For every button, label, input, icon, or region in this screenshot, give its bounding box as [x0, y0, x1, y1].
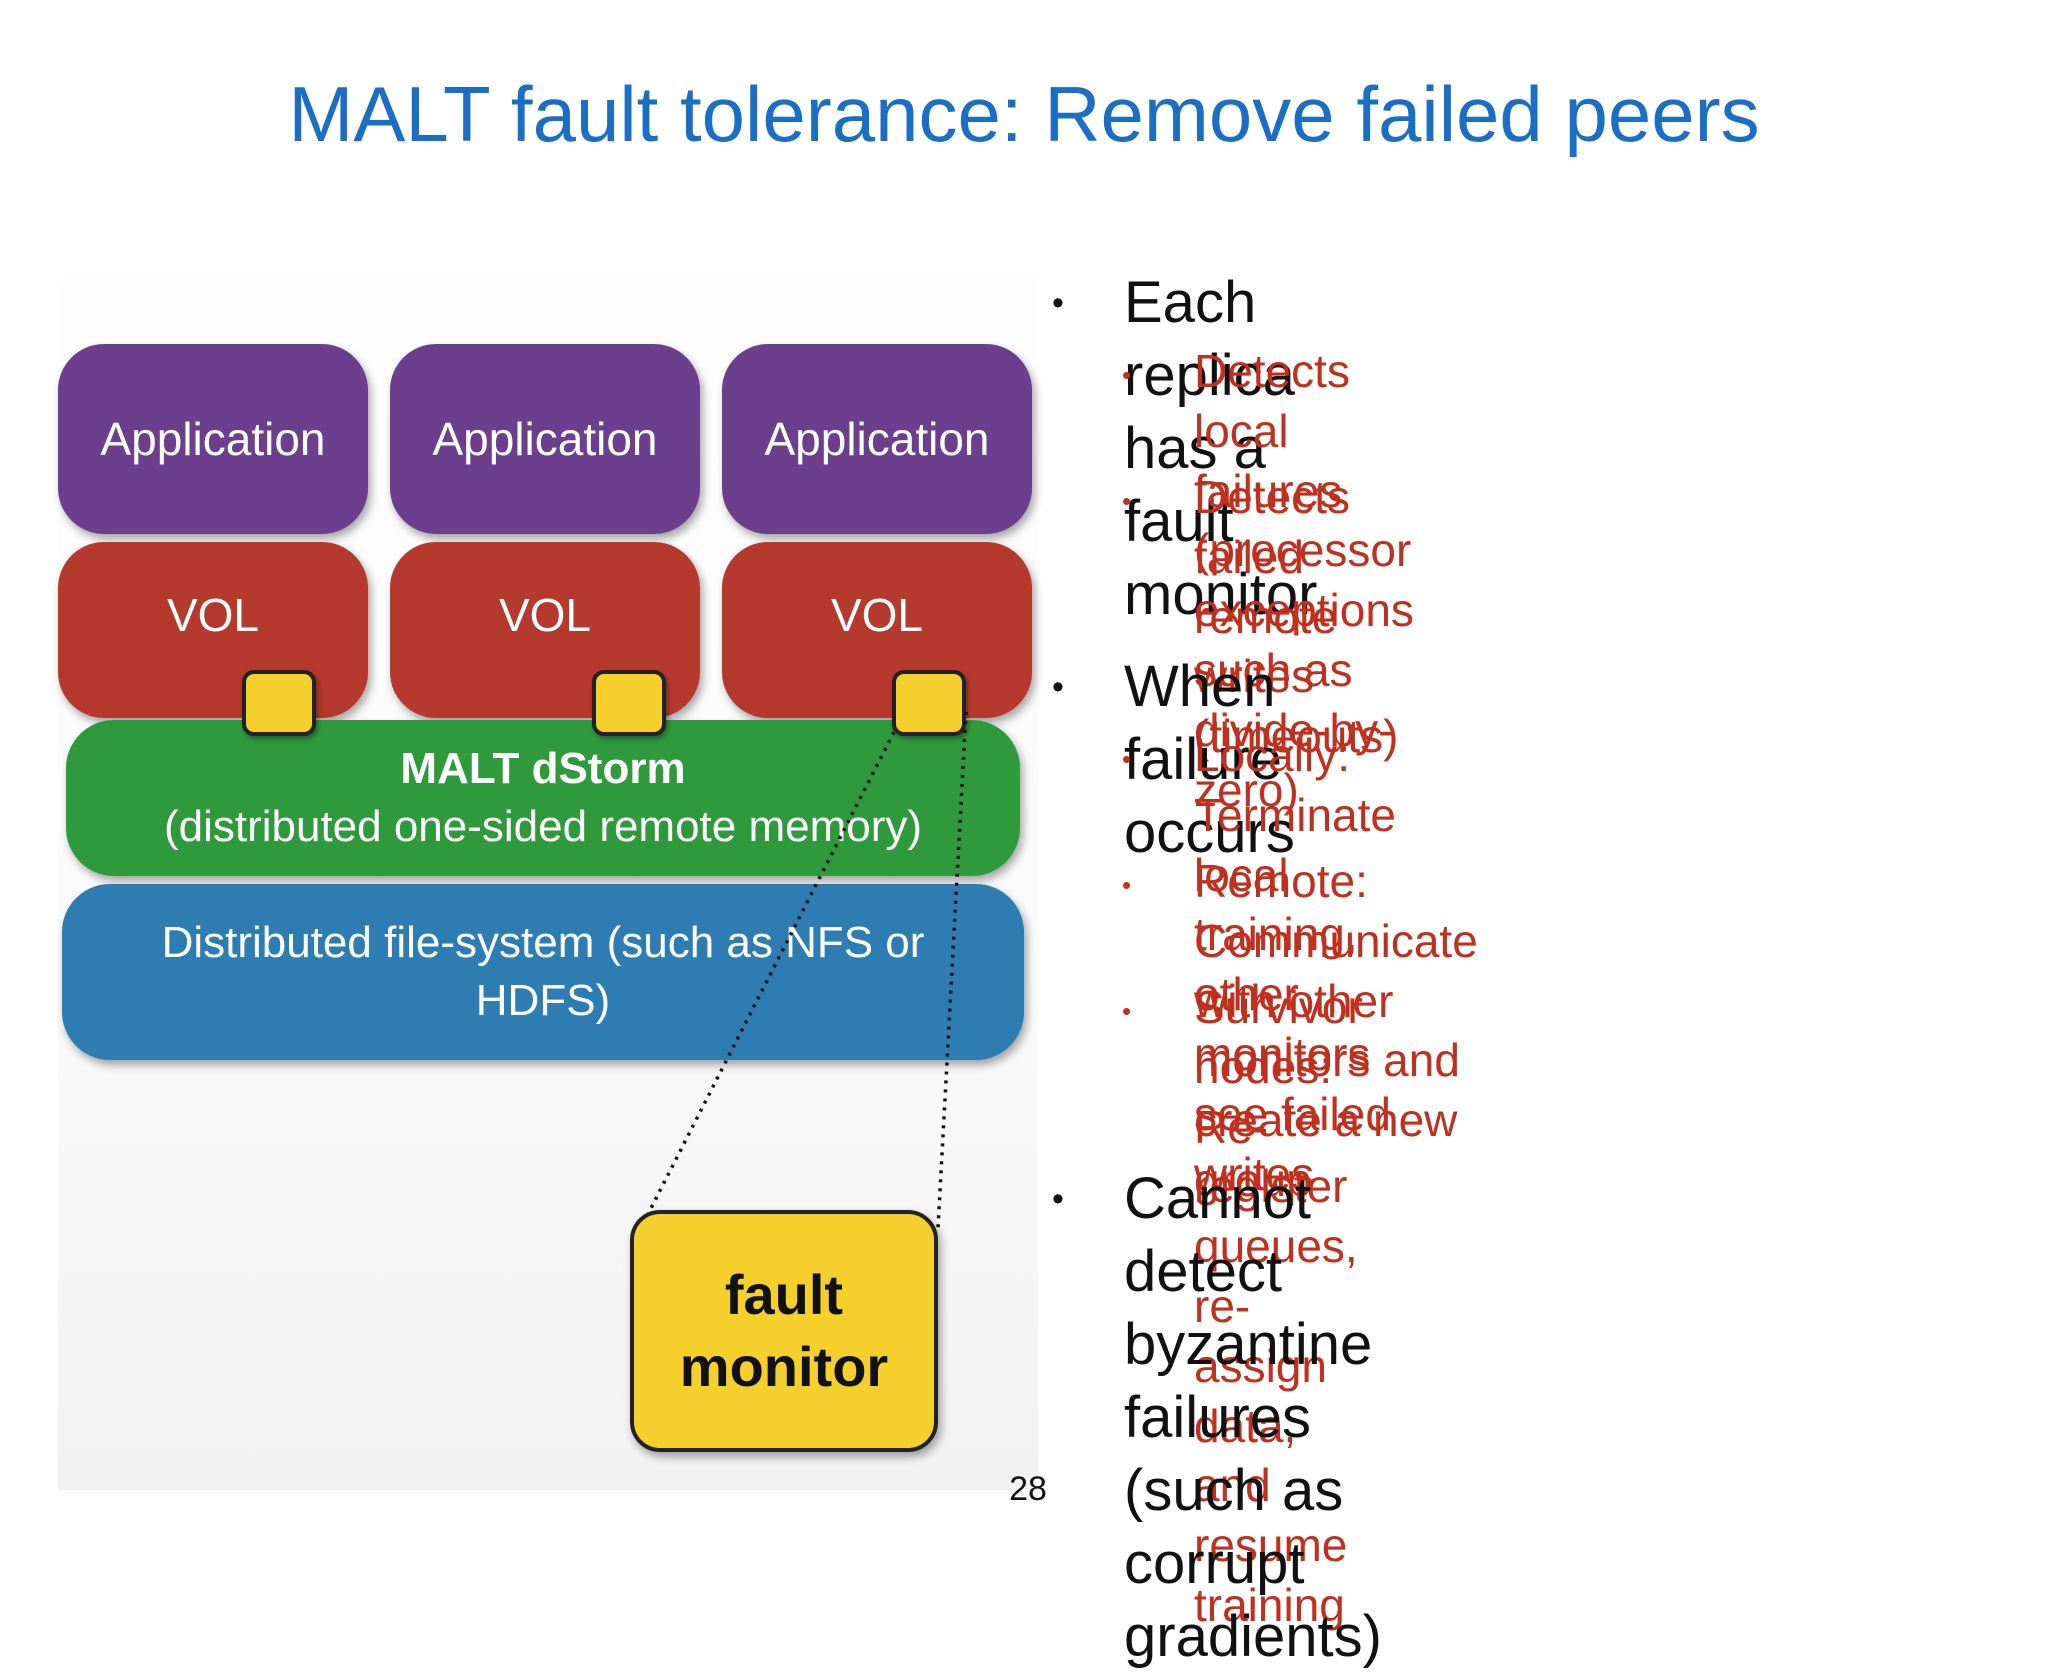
bullet-2-sub-1-line-1: Locally: Terminate local training, — [1194, 729, 1396, 961]
bullet-dot: • — [1052, 1180, 1064, 1218]
fault-monitor-chip-1 — [242, 670, 316, 736]
bullet-1-sub-1: Detects local failures (processor except… — [1194, 342, 1414, 820]
bullet-1-sub-1-line-1: Detects local failures (processor — [1194, 345, 1412, 577]
page-number: 28 — [1009, 1470, 1047, 1508]
application-box-3: Application — [722, 344, 1032, 534]
bullet-2-sub-2: Remote: Communicate with other monitors … — [1194, 852, 1478, 1211]
bullet-2-sub-1: Locally: Terminate local training, other… — [1194, 726, 1396, 1204]
application-label: Application — [764, 413, 990, 465]
bullet-1-sub-2: Detects failed remote writes (timeouts) — [1194, 468, 1398, 767]
dfs-line-2: HDFS) — [475, 976, 611, 1025]
sub-bullet-dot: • — [1122, 486, 1132, 516]
vol-box-1: VOL — [58, 542, 368, 718]
application-box-2: Application — [390, 344, 700, 534]
distributed-file-system-layer: Distributed file-system (such as NFS or … — [62, 884, 1024, 1060]
bullet-2-line-1: When failure occurs — [1124, 654, 1295, 866]
vol-box-3: VOL — [722, 542, 1032, 718]
application-label: Application — [100, 413, 326, 465]
vol-label: VOL — [830, 589, 924, 641]
dfs-line-1: Distributed file-system (such as NFS or — [161, 917, 925, 967]
bullet-2-sub-3-line-1: Survivor nodes: Re-register queues, — [1194, 981, 1363, 1273]
sub-bullet-dot: • — [1122, 870, 1132, 900]
sub-bullet-dot: • — [1122, 744, 1132, 774]
fault-monitor-enlarged: fault monitor — [630, 1210, 938, 1452]
bullet-1-sub-2-line-2: (timeouts) — [1194, 710, 1399, 763]
bullet-2-sub-1-line-2: other monitors see failed writes — [1194, 968, 1391, 1200]
bullet-1-line-1: Each replica has a fault monitor — [1124, 270, 1318, 628]
fault-monitor-line-2: monitor — [679, 1335, 889, 1398]
application-label: Application — [432, 413, 658, 465]
dstorm-subtitle: (distributed one-sided remote memory) — [163, 802, 923, 851]
bullet-dot: • — [1052, 284, 1064, 322]
fault-monitor-line-1: fault — [724, 1263, 844, 1327]
dstorm-title: MALT dStorm — [400, 743, 686, 793]
bullet-3-text: Cannot detect byzantine failures (such a… — [1124, 1162, 1382, 1674]
bullet-2-sub-2-line-2: monitors and create a new group — [1194, 1034, 1460, 1206]
bullet-2-sub-2-line-1: Remote: Communicate with other — [1194, 855, 1478, 1027]
malt-dstorm-layer: MALT dStorm (distributed one-sided remot… — [66, 720, 1020, 876]
vol-label: VOL — [166, 589, 260, 641]
bullet-dot: • — [1052, 668, 1064, 706]
bullet-1-sub-2-line-1: Detects failed remote writes — [1194, 471, 1350, 703]
fault-monitor-chip-2 — [592, 670, 666, 736]
bullet-3-line-1: Cannot detect byzantine failures — [1124, 1166, 1373, 1451]
sub-bullet-dot: • — [1122, 996, 1132, 1026]
vol-label: VOL — [498, 589, 592, 641]
fault-monitor-chip-3 — [892, 670, 966, 736]
slide-title: MALT fault tolerance: Remove failed peer… — [288, 70, 1760, 158]
bullet-2-text: When failure occurs — [1124, 650, 1295, 869]
application-box-1: Application — [58, 344, 368, 534]
bullet-1-text: Each replica has a fault monitor — [1124, 266, 1317, 631]
bullet-1-sub-1-line-2: exceptions such as divide-by-zero) — [1194, 584, 1414, 816]
sub-bullet-dot: • — [1122, 360, 1132, 390]
